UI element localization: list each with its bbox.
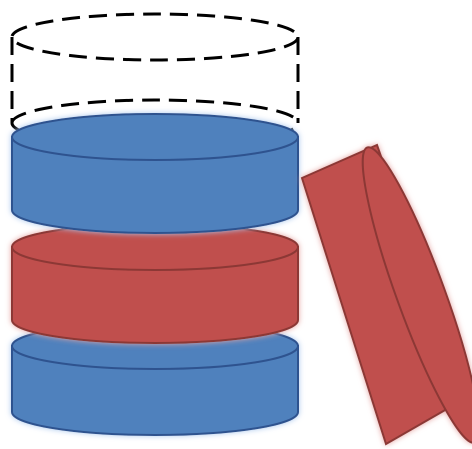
top-blue-disk <box>12 114 298 233</box>
tilted-red-disk <box>302 139 472 449</box>
middle-red-disk <box>12 224 298 343</box>
